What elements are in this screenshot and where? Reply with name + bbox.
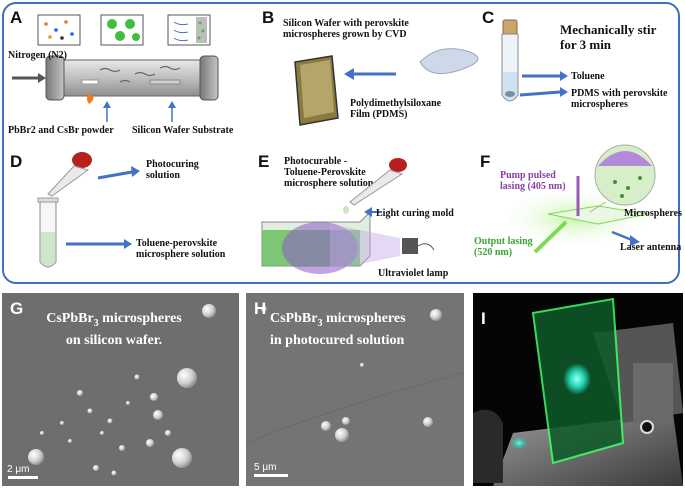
panel-label-g: G: [10, 299, 24, 318]
panel-label-b: B: [262, 8, 275, 27]
wafer-label: Silicon Wafer with perovskite microspher…: [283, 18, 409, 40]
powder-label: PbBr2 and CsBr powder: [8, 125, 114, 136]
toluene-solution-label: Toluene-perovskite microsphere solution: [136, 238, 226, 260]
pdms-film-label: Polydimethylsiloxane Film (PDMS): [350, 98, 442, 120]
panel-label-e: E: [258, 152, 270, 171]
substrate-label: Silicon Wafer Substrate: [132, 125, 234, 136]
panel-label-i: I: [481, 309, 486, 328]
pump-label: Pump pulsed lasing (405 nm): [500, 170, 566, 192]
panel-label-d: D: [10, 152, 23, 171]
stir-label: Mechanically stir for 3 min: [560, 22, 657, 52]
panel-f-drawing: [495, 144, 656, 254]
panel-d-drawing: [37, 152, 140, 268]
sem-g-scale: 2 μm: [7, 464, 30, 475]
photocuring-label: Photocuring solution: [146, 159, 199, 181]
mold-label: Light curing mold: [376, 208, 454, 219]
panel-b-drawing: [294, 48, 479, 126]
uv-lamp-label: Ultraviolet lamp: [378, 268, 449, 279]
microspheres-label: Microspheres: [624, 208, 682, 219]
photo-image-i: I: [473, 293, 683, 486]
panel-label-h: H: [254, 299, 267, 318]
pdms-microspheres-label: PDMS with perovskite microspheres: [571, 88, 668, 110]
panel-c-drawing: [501, 19, 568, 102]
sem-g-spheres: [8, 304, 216, 479]
panel-label-f: F: [480, 152, 491, 171]
sem-h-scale: 5 μm: [254, 462, 277, 473]
photocurable-label: Photocurable - Toluene-Perovskite micros…: [284, 156, 374, 189]
toluene-label: Toluene: [571, 71, 605, 82]
output-label: Output lasing (520 nm): [474, 236, 533, 258]
photo-i-scene: [473, 297, 683, 486]
antenna-label: Laser antenna: [620, 242, 682, 253]
panel-a-drawing: [12, 14, 219, 122]
panel-e-drawing: [261, 158, 435, 274]
panel-label-a: A: [10, 8, 23, 27]
sem-h-spheres: [246, 306, 464, 477]
panel-label-c: C: [482, 8, 495, 27]
nitrogen-label: Nitrogen (N2): [8, 50, 67, 61]
